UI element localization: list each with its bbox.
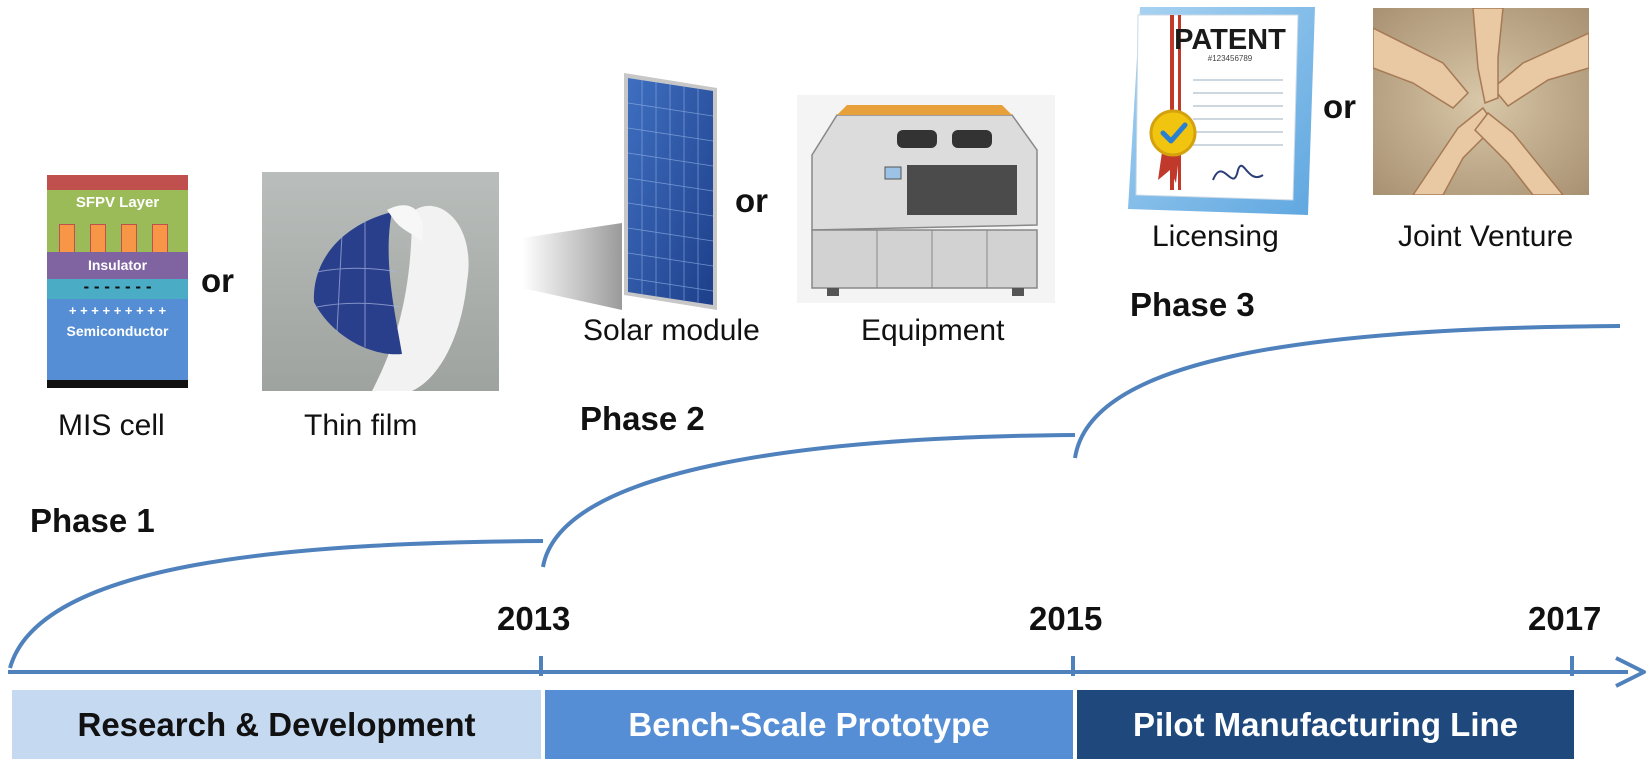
- patent-number: #123456789: [1208, 54, 1253, 63]
- thin-film-caption: Thin film: [304, 409, 418, 442]
- patent-title: PATENT: [1174, 24, 1286, 56]
- or-label-phase3: or: [1323, 88, 1356, 125]
- phase3-label: Phase 3: [1130, 286, 1255, 323]
- mis-cell-caption: MIS cell: [58, 409, 165, 442]
- solar-module-caption: Solar module: [583, 314, 760, 347]
- equipment-caption: Equipment: [861, 314, 1005, 347]
- stage-label: Pilot Manufacturing Line: [1133, 705, 1518, 743]
- positive-charge-row: + + + + + + + + +: [68, 303, 167, 318]
- negative-charge-row: - - - - - - -: [83, 277, 152, 296]
- joint-venture-image: [1373, 8, 1589, 195]
- phase1-label: Phase 1: [30, 502, 155, 539]
- or-label-phase1: or: [201, 262, 234, 299]
- axis-arrow-icon: [1615, 656, 1646, 688]
- stage-label: Bench-Scale Prototype: [628, 705, 990, 743]
- thin-film-image: [262, 172, 499, 391]
- year-2017: 2017: [1528, 600, 1602, 637]
- patent-image: PATENT #123456789: [1118, 5, 1315, 218]
- semiconductor-label: Semiconductor: [66, 323, 169, 339]
- stage-research-development: Research & Development: [12, 690, 541, 759]
- phase2-label: Phase 2: [580, 400, 705, 437]
- stage-bench-scale-prototype: Bench-Scale Prototype: [545, 690, 1073, 759]
- stage-pilot-manufacturing-line: Pilot Manufacturing Line: [1077, 690, 1574, 759]
- mis-cell-diagram: SFPV Layer Insulator - - - - - - - + + +…: [47, 175, 188, 388]
- phase2-curve: [541, 433, 1076, 568]
- year-2013: 2013: [497, 600, 571, 637]
- or-label-phase2: or: [735, 182, 768, 219]
- phase3-curve: [1073, 324, 1621, 459]
- stage-label: Research & Development: [77, 705, 476, 743]
- joint-venture-caption: Joint Venture: [1398, 220, 1574, 253]
- equipment-image: [797, 95, 1055, 303]
- solar-module-image: [522, 73, 717, 310]
- year-2015: 2015: [1029, 600, 1103, 637]
- licensing-caption: Licensing: [1152, 220, 1279, 253]
- phase1-curve: [8, 539, 544, 669]
- sfpv-layer-label: SFPV Layer: [75, 194, 160, 211]
- insulator-label: Insulator: [87, 257, 148, 273]
